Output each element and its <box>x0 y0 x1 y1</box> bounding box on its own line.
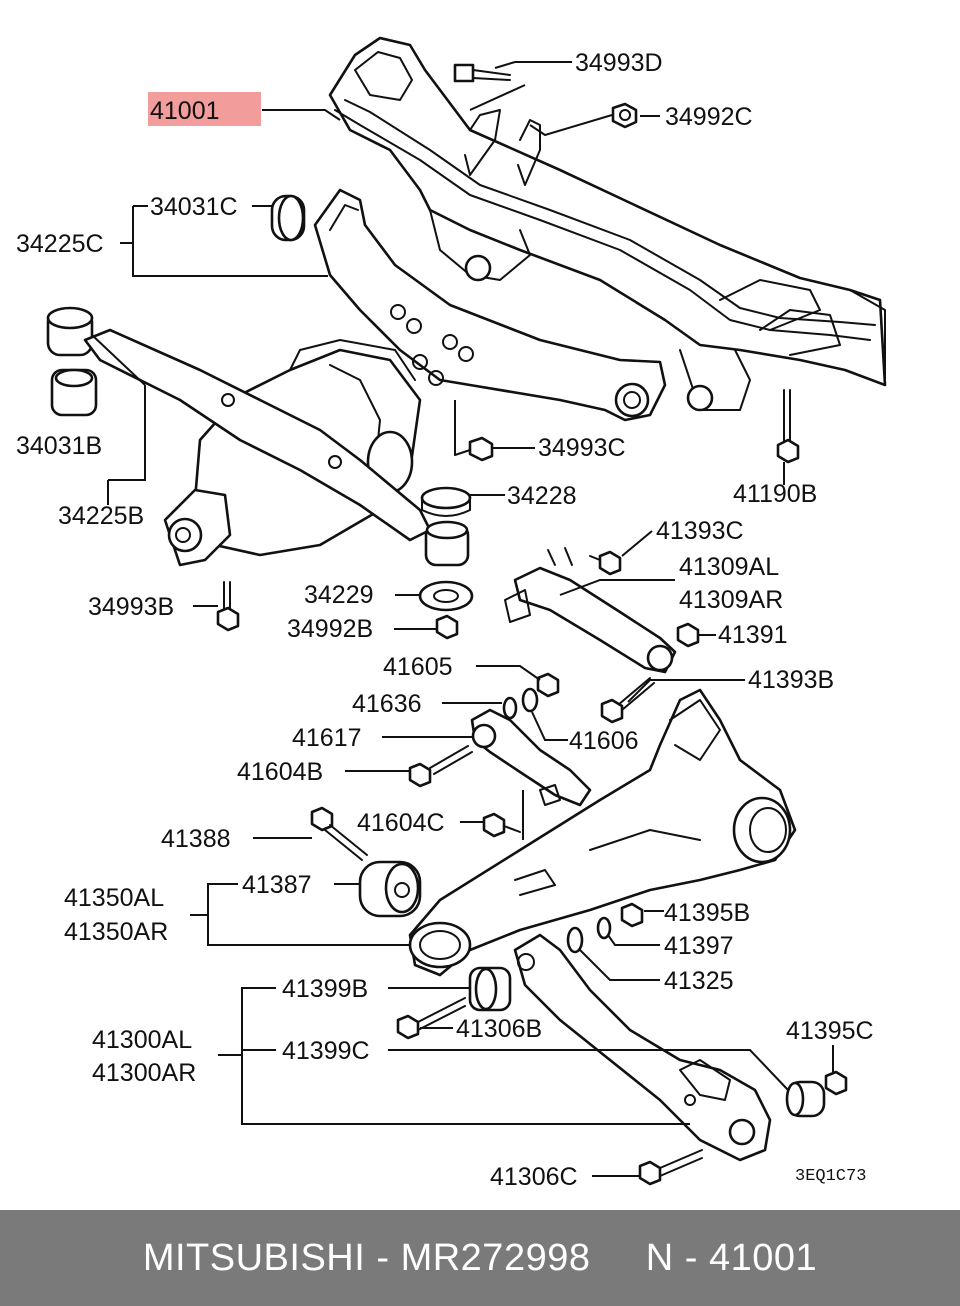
trailing-arm-41350 <box>408 688 797 977</box>
washer-41606 <box>521 687 539 713</box>
differential-34225B <box>83 328 432 567</box>
nut-34992C <box>611 102 638 129</box>
footer-text: MITSUBISHI - MR272998 N - 41001 <box>142 1236 818 1279</box>
label-41617[interactable]: 41617 <box>292 724 362 752</box>
diagram-code: 3EQ1C73 <box>795 1167 866 1186</box>
label-41395C[interactable]: 41395C <box>786 1017 874 1045</box>
label-34031B[interactable]: 34031B <box>16 432 102 460</box>
label-41393B[interactable]: 41393B <box>748 666 834 694</box>
label-34031C[interactable]: 34031C <box>150 193 238 221</box>
nut-41395C <box>824 1070 848 1096</box>
label-34229[interactable]: 34229 <box>304 581 374 609</box>
label-34225B[interactable]: 34225B <box>58 502 144 530</box>
label-41397[interactable]: 41397 <box>664 932 734 960</box>
bolt-34993C <box>454 436 494 462</box>
label-34993C[interactable]: 34993C <box>538 434 626 462</box>
nut-41395B <box>620 902 644 928</box>
label-34992B[interactable]: 34992B <box>287 615 373 643</box>
label-41325[interactable]: 41325 <box>664 967 734 995</box>
bushing-41399C <box>785 1080 826 1118</box>
parts-diagram: 34993D 34992C 41001 34031C 34225C 34031B… <box>16 36 887 1191</box>
label-34993D[interactable]: 34993D <box>575 49 663 77</box>
crossmember-41001 <box>328 36 887 412</box>
label-41300AR[interactable]: 41300AR <box>92 1059 196 1087</box>
bushing-41399B <box>468 966 512 1012</box>
mount-34228 <box>420 486 472 567</box>
bolt-41190B <box>776 389 800 464</box>
mount-34229 <box>418 580 474 612</box>
label-41309AR[interactable]: 41309AR <box>679 586 783 614</box>
label-34228[interactable]: 34228 <box>507 482 577 510</box>
bushing-upper-34031B <box>46 306 94 357</box>
link-41617 <box>470 708 592 807</box>
label-41306C[interactable]: 41306C <box>490 1163 578 1191</box>
bolt-34993D <box>453 63 511 83</box>
label-41306B[interactable]: 41306B <box>456 1015 542 1043</box>
label-41391[interactable]: 41391 <box>718 621 788 649</box>
arm-41309 <box>504 547 677 674</box>
bolt-41604C <box>482 812 521 838</box>
label-41350AR[interactable]: 41350AR <box>64 918 168 946</box>
washer-41397 <box>596 916 612 940</box>
bolt-41306B <box>396 997 466 1040</box>
label-41605[interactable]: 41605 <box>383 653 453 681</box>
label-41309AL[interactable]: 41309AL <box>679 553 779 581</box>
member-34225C <box>313 188 667 422</box>
label-41636[interactable]: 41636 <box>352 690 422 718</box>
washer-41636 <box>502 696 518 720</box>
bolt-41604B <box>408 745 473 788</box>
footer-bar: MITSUBISHI - MR272998 N - 41001 <box>0 1210 960 1306</box>
label-41387[interactable]: 41387 <box>242 871 312 899</box>
bushing-34031C <box>270 194 306 242</box>
label-34225C[interactable]: 34225C <box>16 230 104 258</box>
label-41604B[interactable]: 41604B <box>237 758 323 786</box>
nut-41605 <box>536 672 560 698</box>
label-41604C[interactable]: 41604C <box>357 809 445 837</box>
lower-arm-41300 <box>513 933 772 1162</box>
nut-34992B <box>435 614 459 640</box>
bushing-lower-34031B <box>50 368 98 417</box>
label-41388[interactable]: 41388 <box>161 825 231 853</box>
nut-41391 <box>676 622 700 648</box>
label-41606[interactable]: 41606 <box>569 727 639 755</box>
label-41395B[interactable]: 41395B <box>664 899 750 927</box>
bolt-41393C <box>589 550 622 576</box>
label-41399B[interactable]: 41399B <box>282 975 368 1003</box>
label-41399C[interactable]: 41399C <box>282 1037 370 1065</box>
bolt-41306C <box>638 1149 703 1186</box>
label-41350AL[interactable]: 41350AL <box>64 884 164 912</box>
bolt-41388 <box>310 806 368 861</box>
part-labels: 34993D 34992C 41001 34031C 34225C 34031B… <box>16 49 874 1191</box>
label-41300AL[interactable]: 41300AL <box>92 1026 192 1054</box>
washer-41325 <box>566 926 584 954</box>
bolt-34993B <box>216 581 240 632</box>
label-34993B[interactable]: 34993B <box>88 593 174 621</box>
label-41393C[interactable]: 41393C <box>656 517 744 545</box>
leader-lines <box>91 61 834 1177</box>
label-41001[interactable]: 41001 <box>150 97 220 125</box>
label-34992C[interactable]: 34992C <box>665 103 753 131</box>
highlight-41001 <box>148 92 261 126</box>
bushing-41387 <box>358 860 422 918</box>
label-41190B[interactable]: 41190B <box>733 480 817 508</box>
bolt-41393B <box>600 677 655 724</box>
